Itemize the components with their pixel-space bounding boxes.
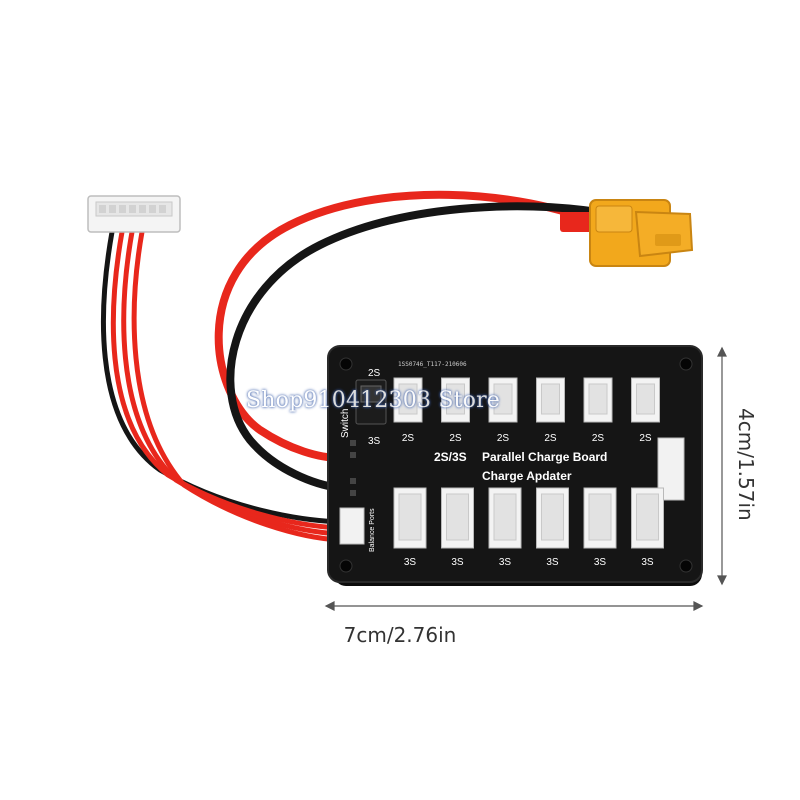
board-title-line1: Parallel Charge Board bbox=[482, 450, 607, 464]
bottom-3s-port-label: 3S bbox=[499, 557, 512, 568]
store-watermark: Shop910412303 Store bbox=[246, 388, 501, 413]
balance-lead-wires bbox=[100, 229, 343, 543]
switch-pos-bottom: 3S bbox=[368, 436, 381, 447]
mode-label: 2S/3S bbox=[434, 450, 467, 464]
mode-switch bbox=[355, 379, 387, 425]
bottom-3s-port: 3S bbox=[631, 487, 664, 568]
switch-pos-top: 2S bbox=[368, 368, 381, 379]
width-dimension-label: 7cm/2.76in bbox=[343, 623, 457, 647]
bottom-3s-port: 3S bbox=[393, 487, 427, 568]
balance-plug bbox=[87, 195, 181, 233]
top-2s-port-label: 2S bbox=[402, 433, 415, 444]
balance-input-port bbox=[339, 507, 365, 545]
bottom-3s-port-label: 3S bbox=[451, 557, 464, 568]
top-row-2s-ports: 2S 2S 2S 2S 2S 2S bbox=[393, 377, 660, 444]
top-2s-port: 2S bbox=[583, 377, 613, 444]
switch-label: Switch bbox=[340, 409, 351, 438]
bottom-3s-port-label: 3S bbox=[594, 557, 607, 568]
top-2s-port: 2S bbox=[441, 377, 470, 444]
top-2s-port-label: 2S bbox=[639, 433, 652, 444]
board-title-line2: Charge Apdater bbox=[482, 469, 572, 483]
height-dimension-label: 4cm/1.57in bbox=[734, 408, 758, 521]
main-power-wires bbox=[214, 190, 604, 492]
top-2s-port-label: 2S bbox=[544, 433, 557, 444]
top-2s-port: 2S bbox=[536, 377, 565, 444]
bottom-3s-port: 3S bbox=[583, 487, 617, 568]
parallel-charge-board: 2S 2S 2S 2S 2S 2S 3S 3S 3S 3S 3S 3S 1SS0746_T117-2… bbox=[327, 345, 703, 586]
bottom-3s-port: 3S bbox=[441, 487, 474, 568]
pcb-code: 1SS0746_T117-210606 bbox=[398, 361, 467, 368]
top-2s-port-label: 2S bbox=[592, 433, 605, 444]
balance-ports-label: Balance Ports bbox=[369, 508, 376, 552]
top-2s-port: 2S bbox=[631, 377, 660, 444]
top-2s-port-label: 2S bbox=[449, 433, 462, 444]
bottom-3s-port: 3S bbox=[536, 487, 569, 568]
top-2s-port: 2S bbox=[488, 377, 518, 444]
top-2s-port-label: 2S bbox=[497, 433, 510, 444]
dimension-arrows bbox=[324, 346, 727, 611]
bottom-3s-port: 3S bbox=[488, 487, 522, 568]
bottom-3s-port-label: 3S bbox=[641, 557, 654, 568]
top-2s-port: 2S bbox=[393, 377, 423, 444]
xt60-connector bbox=[560, 199, 694, 267]
bottom-3s-port-label: 3S bbox=[404, 557, 417, 568]
bottom-row-3s-ports: 3S 3S 3S 3S 3S 3S bbox=[393, 487, 664, 568]
bottom-3s-port-label: 3S bbox=[546, 557, 559, 568]
